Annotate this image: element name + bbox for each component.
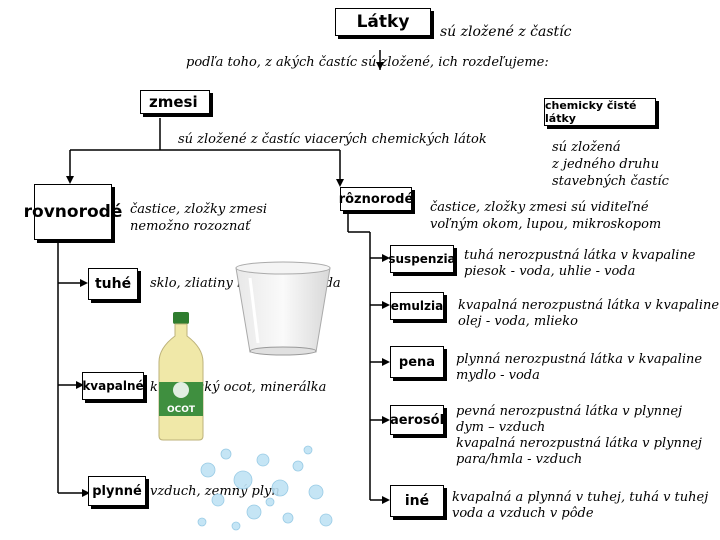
heterogeneous-description-line: voľným okom, lupou, mikroskopom <box>430 217 662 232</box>
type-foam-box: pena <box>390 346 444 378</box>
heterogeneous-description-line: častice, zložky zmesi sú viditeľné <box>430 200 649 215</box>
title-box: Látky <box>335 8 431 36</box>
type-description-line: kvapalná nerozpustná látka v kvapaline <box>458 298 720 313</box>
type-suspension-box: suspenzia <box>388 245 456 273</box>
heterogeneous-label: rôznorodé <box>338 191 414 207</box>
type-description-line: para/hmla - vzduch <box>456 452 583 467</box>
type-description-line: olej - voda, mlieko <box>458 314 578 329</box>
type-description-line: kvapalná nerozpustná látka v plynnej <box>456 436 702 451</box>
state-solid-label: tuhé <box>94 276 132 292</box>
pure-description-line: z jedného druhu <box>552 157 660 172</box>
pure-description-line: stavebných častíc <box>552 174 669 189</box>
type-description-line: piesok - voda, uhlie - voda <box>464 264 636 279</box>
pure-description: sú zložená z jedného druhu stavebných ča… <box>552 140 669 190</box>
mixtures-label: zmesi <box>149 93 198 111</box>
page-title: Látky <box>356 12 410 32</box>
type-description-line: pevná nerozpustná látka v plynnej <box>456 404 683 419</box>
pure-substances-label: chemicky čisté látky <box>545 99 637 125</box>
state-liquid-box: kvapalné <box>82 372 144 400</box>
state-gas-box: plynné <box>88 476 146 506</box>
type-emulsion-description: kvapalná nerozpustná látka v kvapaline o… <box>458 298 719 330</box>
type-emulsion-label: emulzia <box>390 299 444 313</box>
type-description-line: kvapalná a plynná v tuhej, tuhá v tuhej <box>452 490 709 505</box>
type-aerosol-box: aerosól <box>390 405 444 435</box>
mixtures-description: sú zložené z častíc viacerých chemických… <box>178 132 487 147</box>
homogeneous-description: častice, zložky zmesi nemožno rozoznať <box>130 202 267 235</box>
homogeneous-label: rovnorodé <box>23 202 123 222</box>
homogeneous-description-line: častice, zložky zmesi <box>130 202 268 217</box>
bubbles-illustration <box>197 445 333 531</box>
type-description-line: mydlo - voda <box>456 368 540 383</box>
type-description-line: voda a vzduch v pôde <box>452 506 594 521</box>
type-suspension-label: suspenzia <box>388 252 456 266</box>
bottle-label: OCOT <box>167 405 196 415</box>
type-description-line: plynná nerozpustná látka v kvapaline <box>456 352 703 367</box>
type-description-line: dym – vzduch <box>456 420 546 435</box>
type-aerosol-label: aerosól <box>389 412 445 428</box>
type-emulsion-box: emulzia <box>390 292 444 320</box>
type-suspension-description: tuhá nerozpustná látka v kvapaline pieso… <box>464 248 695 280</box>
subtitle: sú zložené z častíc <box>440 24 572 40</box>
mixtures-box: zmesi <box>140 90 210 114</box>
state-solid-box: tuhé <box>88 268 138 300</box>
type-foam-description: plynná nerozpustná látka v kvapaline myd… <box>456 352 702 384</box>
pure-description-line: sú zložená <box>552 140 621 155</box>
homogeneous-box: rovnorodé <box>24 184 122 240</box>
intro-text: podľa toho, z akých častíc sú zložené, i… <box>186 55 549 70</box>
homogeneous-description-line: nemožno rozoznať <box>130 219 251 234</box>
type-other-description: kvapalná a plynná v tuhej, tuhá v tuhej … <box>452 490 708 522</box>
type-other-label: iné <box>404 493 430 509</box>
heterogeneous-box: rôznorodé <box>338 187 414 211</box>
heterogeneous-description: častice, zložky zmesi sú viditeľné voľný… <box>430 200 661 233</box>
pure-substances-box: chemicky čisté látky <box>544 98 656 126</box>
type-aerosol-description: pevná nerozpustná látka v plynnej dym – … <box>456 404 702 468</box>
state-gas-label: plynné <box>92 483 142 499</box>
glass-illustration <box>235 261 331 356</box>
state-liquid-label: kvapalné <box>82 379 144 393</box>
type-description-line: tuhá nerozpustná látka v kvapaline <box>464 248 696 263</box>
type-foam-label: pena <box>398 354 436 370</box>
vinegar-bottle-illustration: OCOT <box>158 312 204 441</box>
type-other-box: iné <box>390 485 444 517</box>
